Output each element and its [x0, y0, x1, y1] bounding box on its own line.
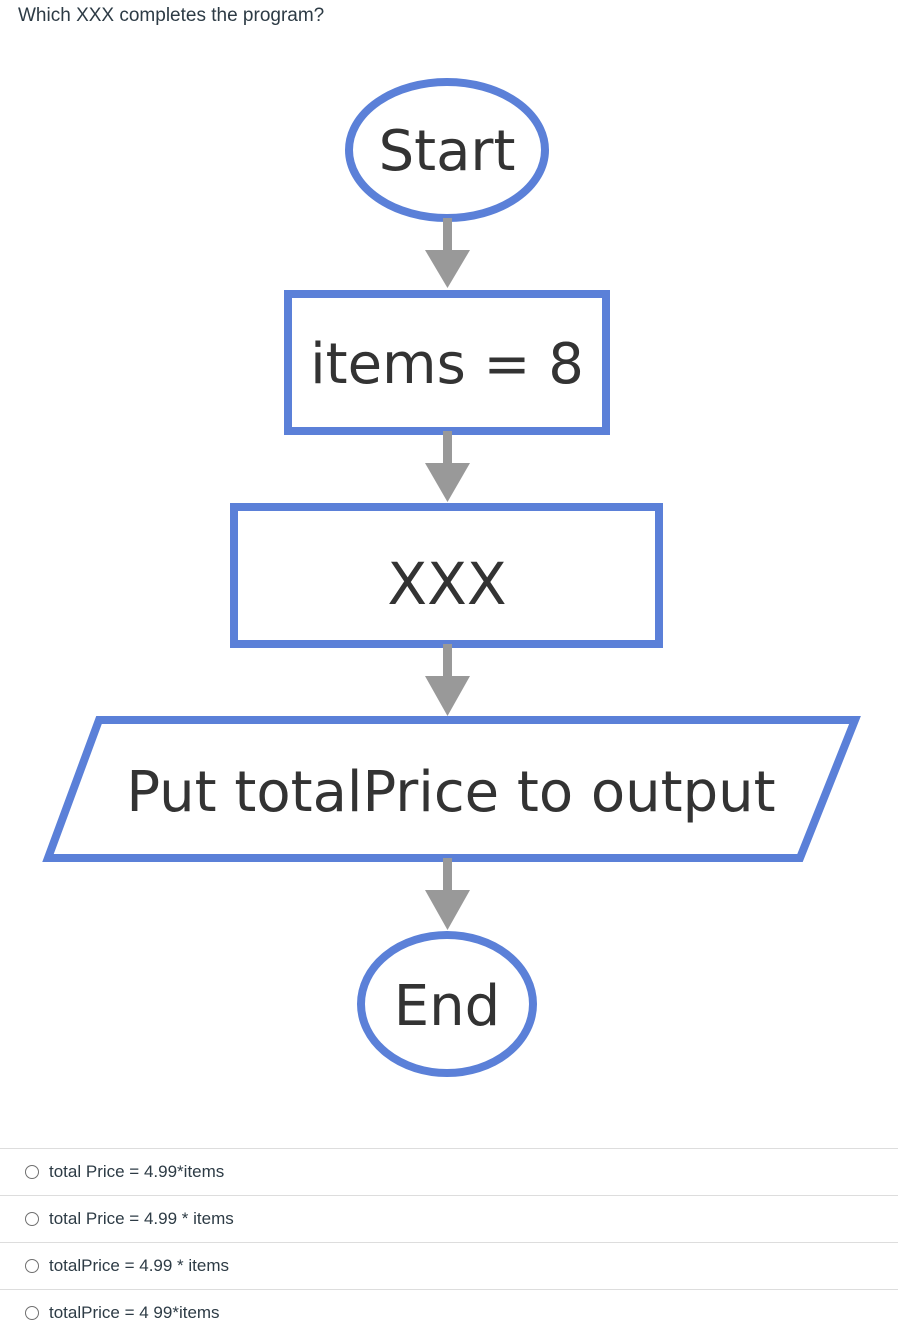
question-text: Which XXX completes the program? [18, 5, 325, 26]
process-xxx-node: XXX [230, 503, 663, 648]
radio-button[interactable] [25, 1259, 39, 1273]
answer-label: total Price = 4.99 * items [49, 1209, 234, 1228]
arrow-items-to-xxx [425, 431, 470, 502]
answer-label: totalPrice = 4 99*items [49, 1303, 220, 1322]
output-node: Put totalPrice to output [42, 716, 861, 862]
output-label: Put totalPrice to output [126, 760, 775, 825]
answer-option[interactable]: totalPrice = 4.99 * items [0, 1242, 898, 1289]
answer-option[interactable]: totalPrice = 4 99*items [0, 1289, 898, 1336]
arrow-start-to-items [425, 218, 470, 288]
start-label: Start [379, 119, 516, 184]
answer-label: total Price = 4.99*items [49, 1162, 225, 1181]
end-node: End [357, 931, 537, 1077]
radio-button[interactable] [25, 1306, 39, 1320]
answer-list: total Price = 4.99*items total Price = 4… [0, 1148, 898, 1336]
arrow-xxx-to-output [425, 644, 470, 716]
answer-option[interactable]: total Price = 4.99 * items [0, 1195, 898, 1242]
flowchart-diagram: Start items = 8 XXX Put totalPrice to ou… [42, 78, 861, 1077]
process-xxx-label: XXX [387, 550, 506, 618]
process-items-label: items = 8 [310, 332, 584, 397]
process-items-node: items = 8 [284, 290, 610, 435]
arrow-output-to-end [425, 858, 470, 930]
answer-option[interactable]: total Price = 4.99*items [0, 1148, 898, 1195]
answer-label: totalPrice = 4.99 * items [49, 1256, 230, 1275]
radio-button[interactable] [25, 1212, 39, 1226]
end-label: End [394, 974, 500, 1039]
radio-button[interactable] [25, 1165, 39, 1179]
start-node: Start [345, 78, 549, 222]
